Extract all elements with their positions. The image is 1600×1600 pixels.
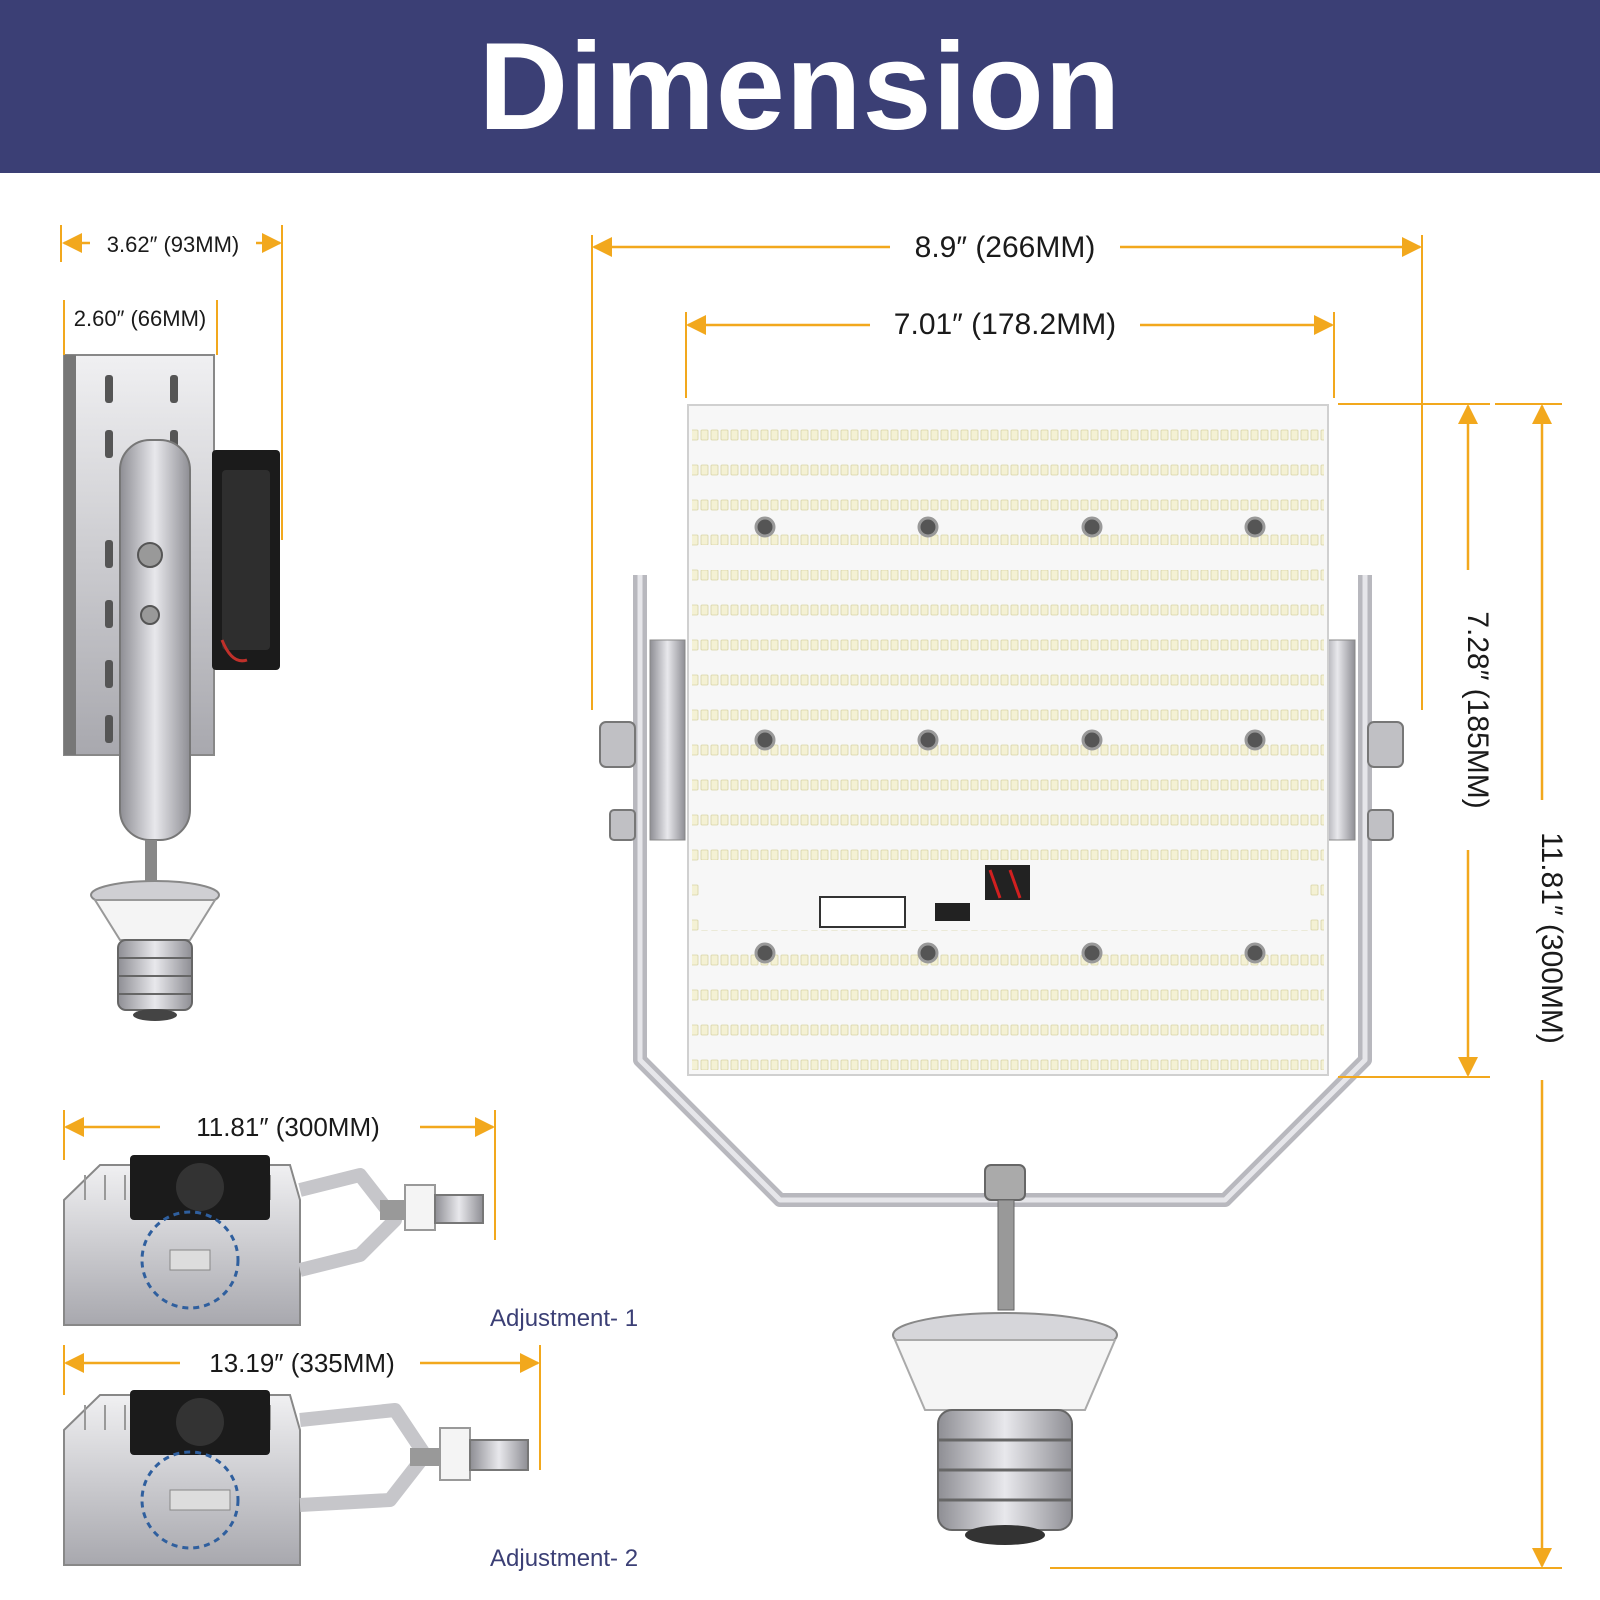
label-panel-width: 7.01″ (178.2MM) [894, 308, 1116, 341]
label-adjustment-1: Adjustment- 1 [490, 1305, 639, 1332]
adjustment-2-circle [140, 1450, 240, 1550]
label-panel-height: 7.28″ (185MM) [1461, 611, 1494, 808]
label-side-depth-inner: 2.60″ (66MM) [74, 306, 207, 331]
label-adjustment-2: Adjustment- 2 [490, 1545, 639, 1572]
dim-line-overall-width [591, 235, 1423, 710]
adjustment-1-product [63, 1155, 484, 1326]
dim-line-adjust-1 [63, 1110, 496, 1240]
label-adjust-2-length: 13.19″ (335MM) [209, 1348, 395, 1378]
title-banner: Dimension [0, 0, 1600, 173]
label-adjust-1-length: 11.81″ (300MM) [196, 1112, 380, 1142]
dim-line-panel-width [685, 312, 1335, 398]
page-title: Dimension [478, 17, 1122, 156]
label-overall-width: 8.9″ (266MM) [915, 231, 1096, 264]
dim-line-panel-height [1338, 403, 1490, 1078]
dim-line-overall-height [1050, 403, 1562, 1569]
adjustment-1-circle [140, 1210, 240, 1310]
label-overall-height: 11.81″ (300MM) [1535, 832, 1568, 1044]
dim-line-side-inner [63, 300, 218, 355]
side-view-product [63, 354, 280, 1021]
label-side-depth-outer: 3.62″ (93MM) [107, 232, 240, 257]
dim-line-side-outer [60, 225, 283, 540]
adjustment-2-product [63, 1390, 529, 1566]
front-view-product [599, 404, 1404, 1545]
dim-line-adjust-2 [63, 1345, 541, 1470]
